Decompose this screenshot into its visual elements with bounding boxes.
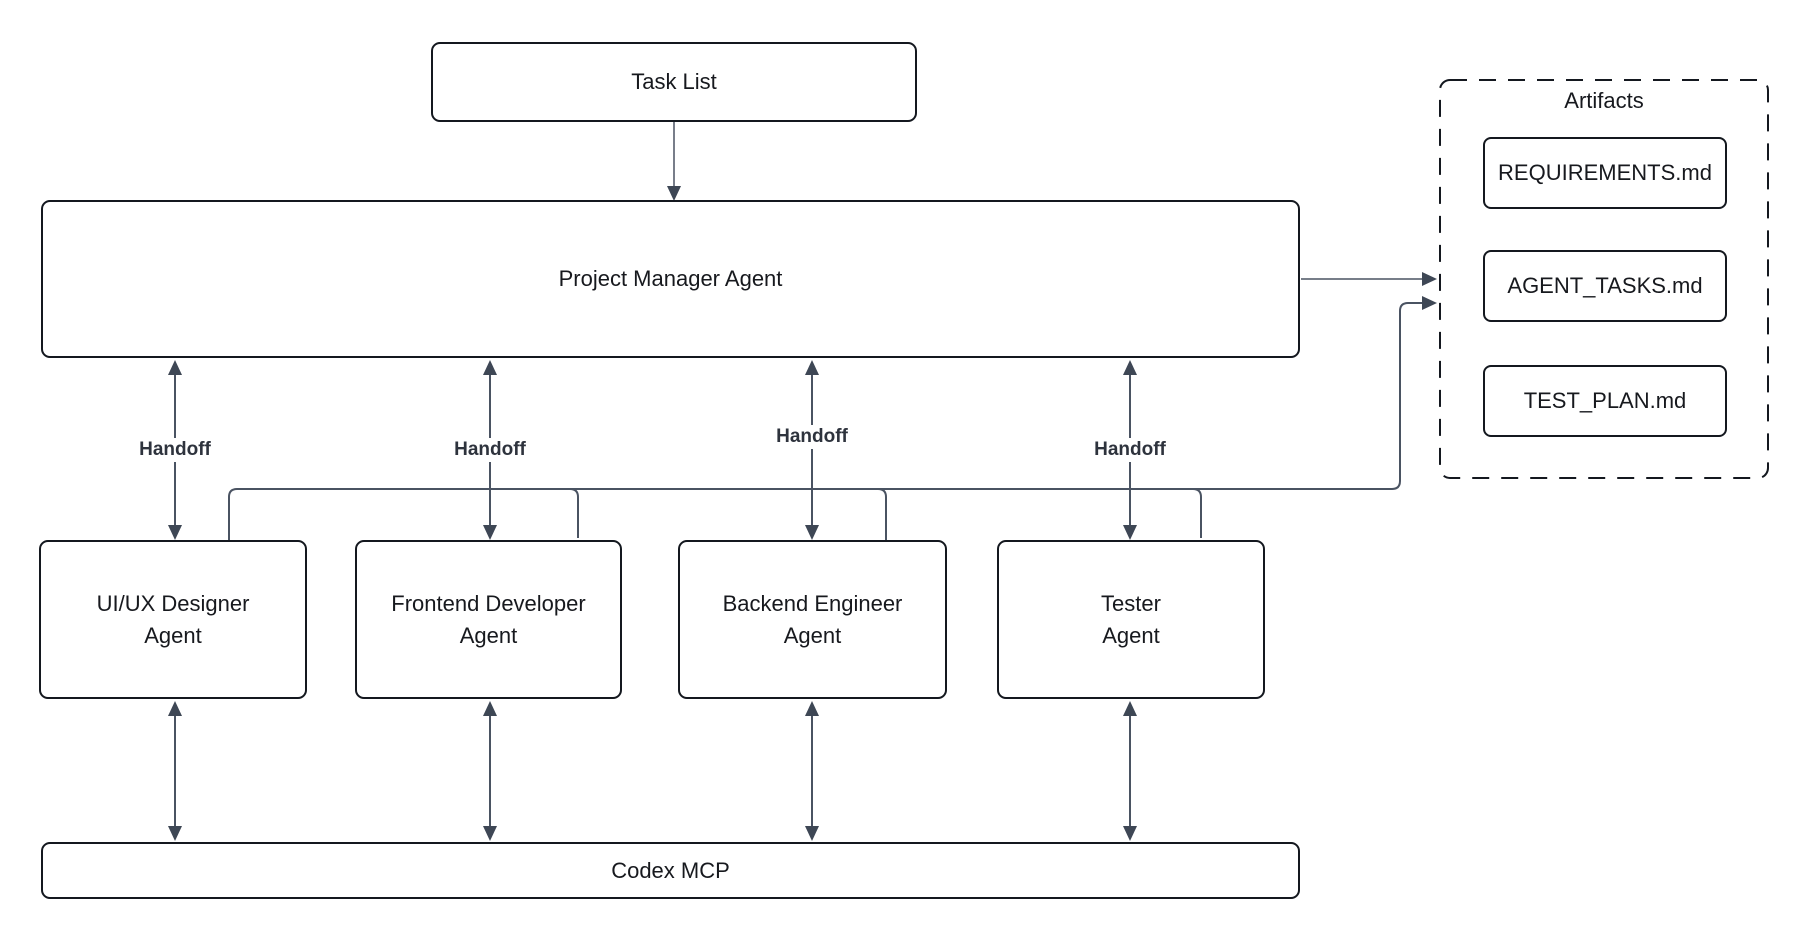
handoff-label-1: Handoff: [134, 438, 216, 462]
agent-node-tester: Tester Agent: [997, 540, 1265, 699]
codex-mcp-label: Codex MCP: [611, 857, 730, 883]
task-to-pm-arrow: [667, 122, 681, 201]
agent-label-line: Backend Engineer: [722, 590, 903, 616]
artifacts-group-border: [1439, 79, 1769, 479]
artifact-file-label: REQUIREMENTS.md: [1498, 160, 1712, 185]
agent-label-line: Agent: [783, 622, 842, 648]
handoff-label-3: Handoff: [771, 425, 853, 449]
agent-node-backend-engineer: Backend Engineer Agent: [678, 540, 947, 699]
artifact-node-agent-tasks: AGENT_TASKS.md: [1483, 250, 1727, 322]
agent-to-codex-arrow-2: [483, 701, 497, 841]
pm-to-artifacts-arrow: [1301, 272, 1437, 286]
agent-to-codex-arrow-3: [805, 701, 819, 841]
agent-label-line: Tester: [1101, 590, 1161, 616]
artifact-node-requirements: REQUIREMENTS.md: [1483, 137, 1727, 209]
agent-label-line: UI/UX Designer: [96, 590, 250, 616]
handoff-label-2: Handoff: [449, 438, 531, 462]
artifact-file-label: TEST_PLAN.md: [1523, 388, 1687, 413]
task-list-node: Task List: [431, 42, 917, 122]
artifacts-group-title: Artifacts: [1564, 88, 1644, 113]
task-list-label: Task List: [631, 69, 717, 94]
project-manager-node: Project Manager Agent: [41, 200, 1300, 358]
codex-mcp-node: Codex MCP: [41, 842, 1300, 899]
agent-node-uiux-designer: UI/UX Designer Agent: [39, 540, 307, 699]
artifact-node-test-plan: TEST_PLAN.md: [1483, 365, 1727, 437]
agent-label-line: Agent: [1102, 622, 1160, 648]
project-manager-label: Project Manager Agent: [558, 266, 783, 291]
agent-to-codex-arrow-4: [1123, 701, 1137, 841]
agent-node-frontend-developer: Frontend Developer Agent: [355, 540, 622, 699]
agent-label-line: Agent: [459, 622, 518, 648]
agent-to-codex-arrow-1: [168, 701, 182, 841]
handoff-label-4: Handoff: [1089, 438, 1171, 462]
agent-label-line: Frontend Developer: [391, 590, 586, 616]
handoff-arrow-3: [805, 360, 819, 540]
agent-label-line: Agent: [144, 622, 202, 648]
artifact-file-label: AGENT_TASKS.md: [1507, 273, 1703, 298]
agents-to-artifacts-connector: [228, 296, 1437, 540]
